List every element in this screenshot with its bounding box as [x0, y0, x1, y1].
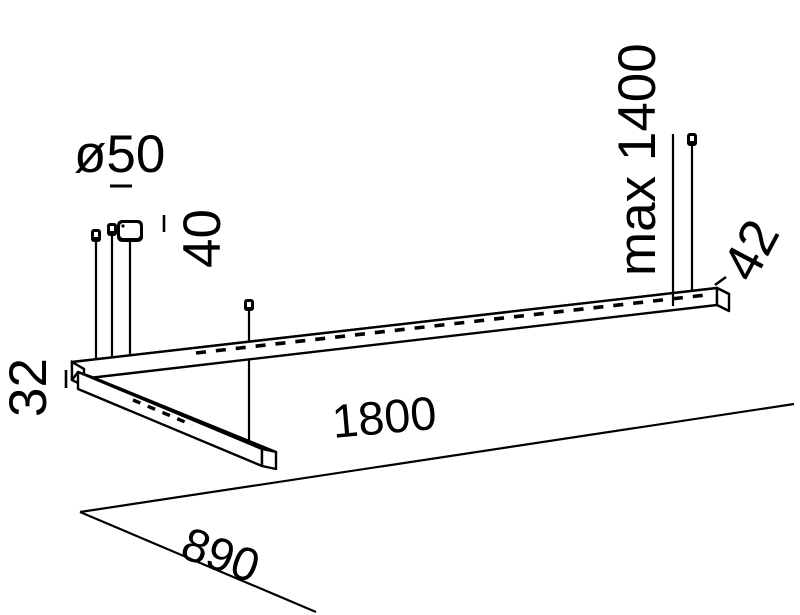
cable-grip-4 [687, 133, 697, 146]
suspension-cables-left [94, 232, 132, 372]
dimension-line-890 [79, 510, 317, 614]
dimension-label-canopy-diameter: ø50 [74, 125, 166, 184]
dimension-tick-42 [714, 275, 727, 287]
led-strip-short-arm [132, 398, 193, 427]
dimension-line-1800 [79, 402, 795, 514]
short-arm-end-cap [260, 447, 278, 471]
arm-corner-junction [71, 371, 79, 381]
led-strip-long-arm [195, 293, 707, 355]
luminaire-short-arm [76, 370, 278, 471]
suspension-cable-mid [244, 299, 254, 449]
cable-grip-1 [91, 229, 101, 242]
dimension-label-suspension-max: max 1400 [608, 43, 667, 276]
dimension-label-long-arm: 1800 [329, 385, 439, 448]
cable-grip-2 [107, 223, 117, 236]
dimension-label-profile-width: 32 [0, 358, 58, 417]
cable-grip-5 [244, 299, 254, 311]
suspension-cables-right [687, 133, 697, 297]
short-arm-front-face [76, 370, 264, 468]
ceiling-canopy [117, 220, 143, 242]
long-arm-end-cap [715, 286, 731, 313]
dimension-label-canopy-height: 40 [173, 209, 232, 268]
long-arm-front-face [70, 286, 719, 382]
